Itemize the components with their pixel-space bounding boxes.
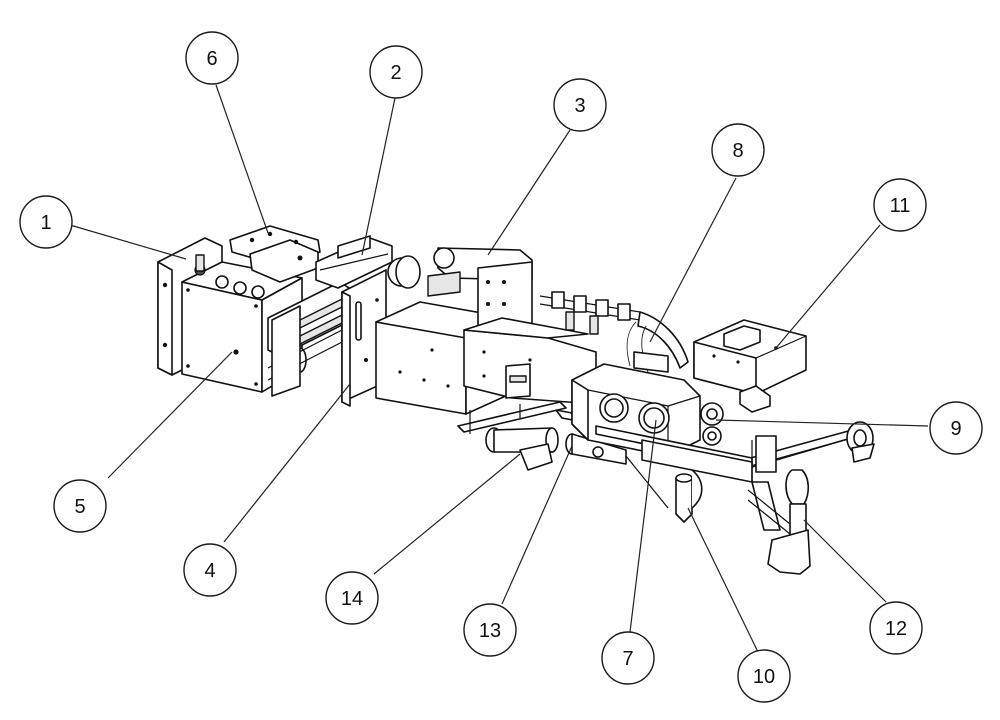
guide-rails bbox=[267, 281, 353, 397]
hose-bundle bbox=[539, 291, 689, 373]
control-box bbox=[693, 319, 807, 413]
callout-5: 5 bbox=[53, 479, 107, 533]
leader-3 bbox=[487, 129, 571, 256]
top-bracket bbox=[229, 225, 321, 283]
adjust-knob bbox=[485, 427, 559, 471]
leader-4 bbox=[223, 383, 351, 543]
callout-6: 6 bbox=[185, 31, 239, 85]
svg-text:3: 3 bbox=[574, 95, 585, 117]
leader-13 bbox=[501, 445, 573, 605]
leader-8 bbox=[649, 177, 737, 343]
leader-7 bbox=[629, 419, 657, 633]
svg-text:2: 2 bbox=[390, 62, 401, 84]
callout-8: 8 bbox=[711, 123, 765, 177]
svg-text:8: 8 bbox=[732, 140, 743, 162]
svg-text:10: 10 bbox=[753, 666, 775, 688]
svg-text:4: 4 bbox=[204, 560, 215, 582]
callouts: 1 2 3 4 5 6 7 8 bbox=[19, 31, 983, 703]
machine-assembly bbox=[157, 225, 875, 575]
callout-2: 2 bbox=[369, 45, 423, 99]
callout-4: 4 bbox=[183, 543, 237, 597]
callout-13: 13 bbox=[463, 603, 517, 657]
svg-text:5: 5 bbox=[74, 496, 85, 518]
leader-11 bbox=[775, 224, 881, 349]
pipe-assembly bbox=[747, 435, 811, 575]
leader-lines bbox=[69, 84, 929, 653]
callout-10: 10 bbox=[737, 649, 791, 703]
leader-14 bbox=[373, 453, 521, 575]
horizontal-frame bbox=[595, 425, 753, 483]
callout-7: 7 bbox=[601, 631, 655, 685]
roller-gear bbox=[700, 402, 724, 446]
svg-text:7: 7 bbox=[622, 648, 633, 670]
nozzle bbox=[675, 469, 703, 523]
leader-1 bbox=[69, 224, 187, 260]
callout-1: 1 bbox=[19, 195, 73, 249]
svg-text:13: 13 bbox=[479, 620, 501, 642]
callout-12: 12 bbox=[869, 601, 923, 655]
leader-12 bbox=[803, 519, 887, 603]
leader-5 bbox=[107, 351, 233, 479]
leader-6 bbox=[215, 84, 269, 234]
svg-text:12: 12 bbox=[885, 618, 907, 640]
leader-2 bbox=[361, 97, 396, 256]
svg-text:1: 1 bbox=[40, 212, 51, 234]
callout-14: 14 bbox=[325, 571, 379, 625]
svg-text:6: 6 bbox=[206, 48, 217, 70]
leader-9 bbox=[715, 419, 929, 427]
callout-3: 3 bbox=[553, 78, 607, 132]
callout-11: 11 bbox=[873, 178, 927, 232]
leader-10 bbox=[687, 507, 759, 653]
svg-text:9: 9 bbox=[950, 418, 961, 440]
drive-shaft bbox=[565, 433, 669, 509]
support-plate bbox=[341, 269, 387, 407]
rail-bracket bbox=[315, 235, 421, 289]
svg-text:11: 11 bbox=[890, 195, 911, 217]
svg-text:14: 14 bbox=[341, 588, 363, 610]
callout-9: 9 bbox=[929, 401, 983, 455]
